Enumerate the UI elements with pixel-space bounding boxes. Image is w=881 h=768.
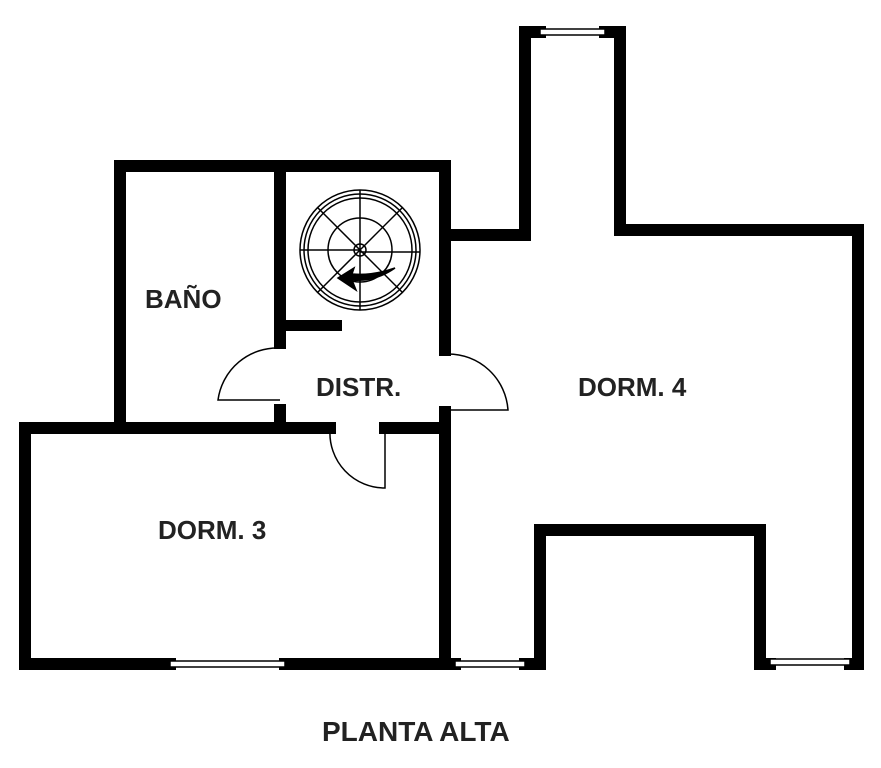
wall (519, 524, 776, 670)
window (769, 658, 851, 666)
door-bano (217, 347, 281, 401)
arrow-icon (336, 266, 396, 292)
spiral-staircase (299, 189, 421, 311)
window (539, 28, 606, 36)
room-label-bano: BAÑO (145, 284, 222, 314)
window (454, 660, 526, 668)
wall (439, 26, 546, 241)
room-label-dorm4: DORM. 4 (578, 372, 687, 402)
door-dorm3 (329, 429, 386, 489)
plan-title: PLANTA ALTA (322, 716, 510, 747)
doors (217, 347, 509, 489)
stair-wall-stub (285, 320, 342, 331)
door-dorm4 (447, 353, 509, 411)
wall (19, 422, 176, 670)
window (169, 660, 286, 668)
wall (599, 26, 864, 670)
room-label-dorm3: DORM. 3 (158, 515, 267, 545)
windows (169, 28, 851, 668)
walls (19, 26, 864, 670)
room-label-distr: DISTR. (316, 372, 402, 402)
